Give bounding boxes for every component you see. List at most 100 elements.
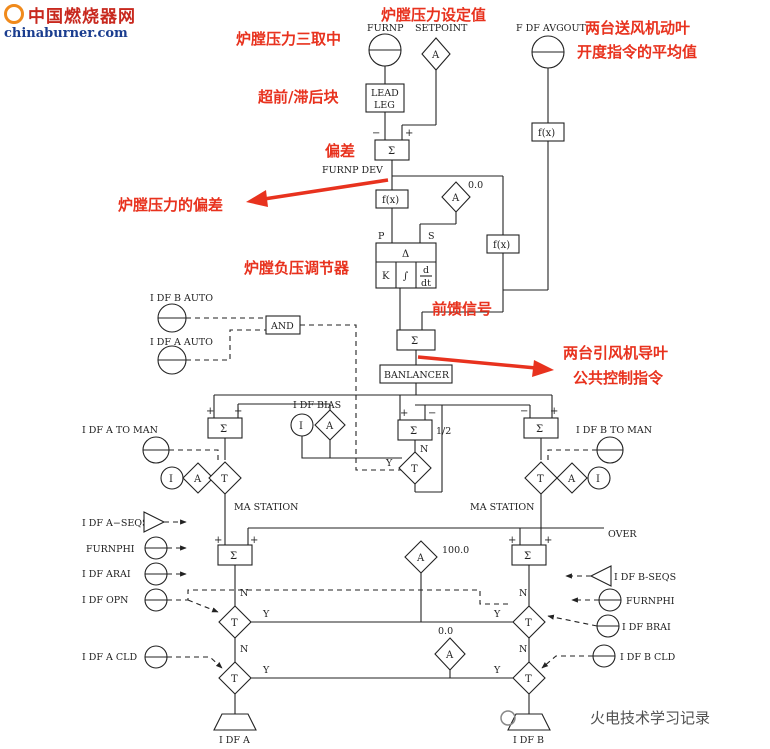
t-b1-y: Y <box>493 609 501 620</box>
furnp-dev-label: FURNP DEV <box>322 165 383 176</box>
idf-b-label: I DF B <box>513 735 544 746</box>
ann-id-cmd-1: 两台引风机导叶 <box>563 344 668 362</box>
t-b2-n: N <box>519 644 527 655</box>
idf-a-auto-label: I DF A AUTO <box>150 337 213 348</box>
ann-deviation: 偏差 <box>325 142 355 160</box>
idf-arai-label: I DF ARAI <box>82 569 131 580</box>
sum3-plus: + <box>400 408 408 419</box>
t-a1-y: Y <box>262 609 270 620</box>
idf-a-to-man-label: I DF A TO MAN <box>82 425 158 436</box>
sum-b-minus: − <box>520 406 528 417</box>
footer-text: 火电技术学习记录 <box>590 709 710 727</box>
watermark-site-en: chinaburner.com <box>4 26 128 41</box>
sum1-minus: − <box>372 128 380 139</box>
sum-c-plus1: + <box>214 535 222 546</box>
furnphi-a-label: FURNPHI <box>86 544 135 555</box>
t-a1-label: T <box>231 618 238 629</box>
a-zero-lower-label: A <box>445 650 454 661</box>
ma-b-t-label: T <box>537 474 544 485</box>
ann-feedforward: 前馈信号 <box>432 300 492 318</box>
sum-d-sigma: Σ <box>524 551 531 562</box>
pid-dt-label: dt <box>421 278 431 289</box>
sum-d-plus1: + <box>508 535 516 546</box>
sum-c-plus2: + <box>250 535 258 546</box>
ann-setpoint: 炉膛压力设定值 <box>381 6 486 24</box>
pid-s-label: S <box>428 231 435 242</box>
ann-lead-lag: 超前/滞后块 <box>257 88 339 106</box>
ma-b-indicator <box>587 466 611 490</box>
pid-k-label: K <box>382 271 390 282</box>
sum-d-plus2: + <box>544 535 552 546</box>
pid-regulator-block: P S Δ K ∫ d dt <box>375 231 437 289</box>
fdf-avgout-input: F DF AVGOUT <box>516 23 586 69</box>
arrow-id-command <box>417 355 554 377</box>
setpoint-a-label: A <box>431 50 440 61</box>
sum-a-sigma: Σ <box>220 424 227 435</box>
sum1-plus: + <box>405 128 413 139</box>
pid-p-label: P <box>378 231 385 242</box>
idf-b-cld-label: I DF B CLD <box>620 652 676 663</box>
zero-lower-label: 0.0 <box>438 626 453 637</box>
fx-ff-label: f(x) <box>493 240 510 251</box>
idf-a-cld-label: I DF A CLD <box>82 652 137 663</box>
idf-a-seqs-label: I DF A−SEQS <box>82 518 149 529</box>
ma-b-analog-diamond <box>556 462 588 494</box>
zero-label: 0.0 <box>468 180 483 191</box>
t-center-y: Y <box>385 458 393 469</box>
idf-b-to-man-label: I DF B TO MAN <box>576 425 652 436</box>
pid-delta-label: Δ <box>402 249 409 260</box>
idf-a-output <box>213 713 257 731</box>
ann-id-cmd-2: 公共控制指令 <box>573 369 664 387</box>
t-a2-y: Y <box>262 665 270 676</box>
idf-bias-label: I DF BIAS <box>293 400 341 411</box>
idf-b-auto-label: I DF B AUTO <box>150 293 213 304</box>
idf-b-auto-input: I DF B AUTO <box>150 293 213 333</box>
ma-a-i-label: I <box>169 474 173 485</box>
lead-lag-block <box>365 83 405 113</box>
hundred-label: 100.0 <box>442 545 469 556</box>
sum-a-plus2: + <box>234 406 242 417</box>
ann-furnace-pressure-sel: 炉膛压力三取中 <box>236 30 341 48</box>
pid-integral-label: ∫ <box>403 271 408 282</box>
pid-d-label: d <box>423 265 429 276</box>
a-zero-label: A <box>451 193 460 204</box>
sum-b-plus: + <box>550 406 558 417</box>
idf-opn-label: I DF OPN <box>82 595 129 606</box>
idf-a-seqs-triangle <box>143 511 166 533</box>
t-a2-label: T <box>231 674 238 685</box>
ma-a-t-label: T <box>221 474 228 485</box>
sum-b-sigma: Σ <box>536 424 543 435</box>
fdf-avgout-label: F DF AVGOUT <box>516 23 586 34</box>
ma-station-a-label: MA STATION <box>234 502 298 513</box>
t-b2-label: T <box>525 674 532 685</box>
furnp-input: FURNP <box>367 23 404 67</box>
t-a2-n: N <box>240 644 248 655</box>
sum-a-plus1: + <box>206 406 214 417</box>
fx-main-label: f(x) <box>382 195 399 206</box>
bias-a-label: A <box>325 421 334 432</box>
idf-a-label: I DF A <box>219 735 250 746</box>
site-logo-icon <box>4 4 24 24</box>
setpoint-input: A SETPOINT <box>415 23 468 71</box>
sum-c-sigma: Σ <box>230 551 237 562</box>
t-a1-n: N <box>240 588 248 599</box>
sum2-sigma: Σ <box>411 336 418 347</box>
sum3-sigma: Σ <box>410 426 417 437</box>
sum1-sigma: Σ <box>388 146 395 157</box>
over-label: OVER <box>608 529 637 540</box>
t-b2-y: Y <box>493 665 501 676</box>
t-center-n: N <box>420 444 428 455</box>
ann-pressure-regulator: 炉膛负压调节器 <box>244 259 350 277</box>
watermark-site-cn: 中国燃烧器网 <box>28 7 136 27</box>
a-hundred-label: A <box>416 553 425 564</box>
furnphi-b-label: FURNPHI <box>626 596 675 607</box>
fx-fdavg-label: f(x) <box>538 128 555 139</box>
ann-fd-avg-2: 开度指令的平均值 <box>577 43 697 61</box>
wechat-icon <box>500 710 516 726</box>
leg-label: LEG <box>374 100 395 111</box>
idf-a-auto-input: I DF A AUTO <box>150 337 213 375</box>
ma-station-b-label: MA STATION <box>470 502 534 513</box>
ma-b-i-label: I <box>596 474 600 485</box>
idf-b-seqs-triangle <box>589 565 612 587</box>
and-label: AND <box>270 321 294 332</box>
